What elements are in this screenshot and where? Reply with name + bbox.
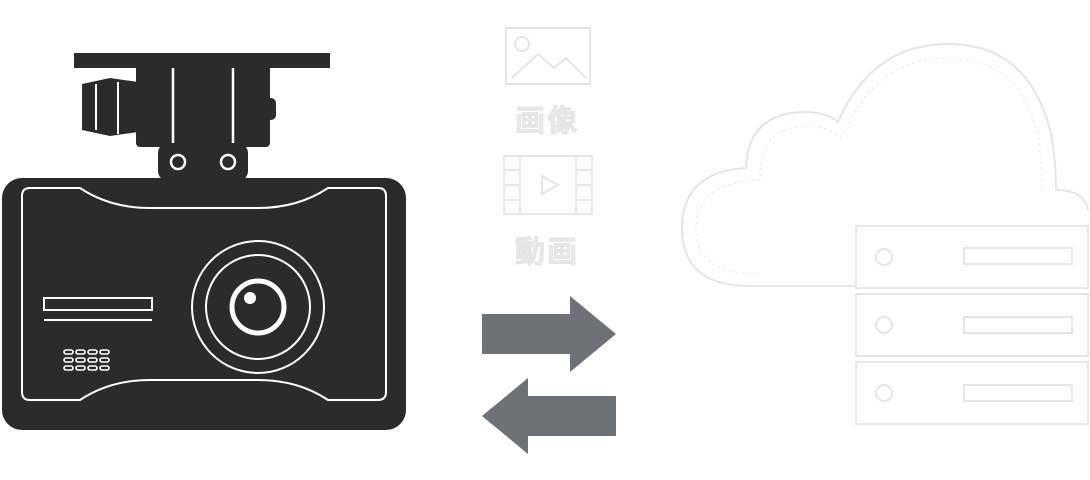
server-rack-icon <box>855 225 1089 425</box>
arrow-right-icon <box>482 296 616 372</box>
arrow-left-icon <box>482 378 616 454</box>
cloud-icon <box>680 42 1089 287</box>
film-icon <box>503 155 593 215</box>
dashcam-icon <box>2 53 406 430</box>
image-icon <box>505 27 591 85</box>
video-label: 動画 <box>515 235 579 271</box>
image-label: 画像 <box>515 104 579 140</box>
